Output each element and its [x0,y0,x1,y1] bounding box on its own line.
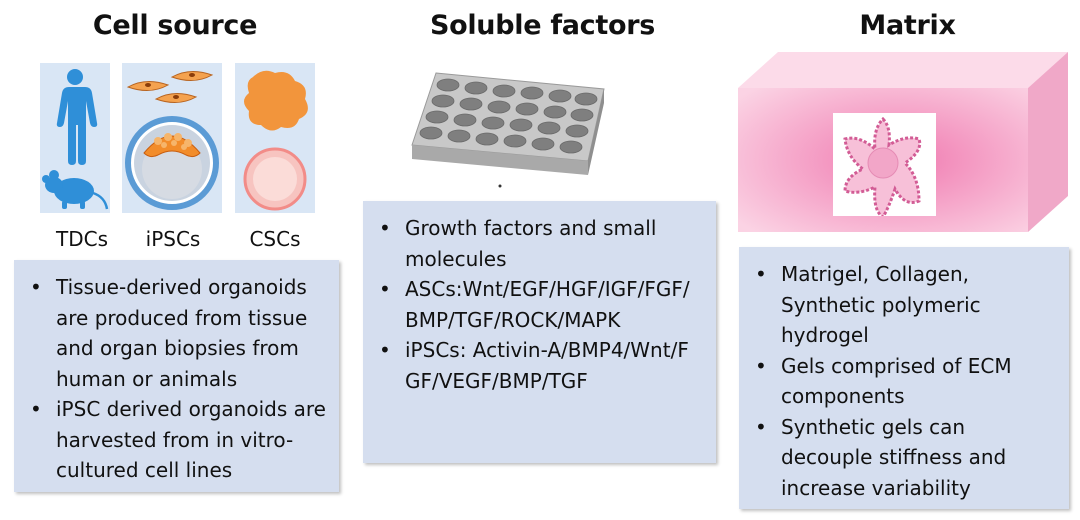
tumor-cell-icon [244,70,308,131]
ipscs-label: iPSCs [145,227,201,251]
soluble-factors-box: Growth factors and small molecules ASCs:… [363,201,716,463]
soluble-factors-bullet-1: Growth factors and small molecules [379,213,695,274]
matrix-bullet-1: Matrigel, Collagen, Synthetic polymeric … [755,259,1036,351]
well-plate-icon [411,72,605,188]
matrix-heading: Matrix [859,10,956,41]
soluble-factors-list: Growth factors and small molecules ASCs:… [363,213,716,396]
soluble-factors-bullet-3: iPSCs: Activin-A/BMP4/Wnt/FGF/VEGF/BMP/T… [379,335,695,396]
tdcs-label: TDCs [55,227,108,251]
soluble-factors-heading: Soluble factors [429,10,656,41]
matrix-list: Matrigel, Collagen, Synthetic polymeric … [739,259,1069,503]
cell-source-bullet-1: Tissue-derived organoids are produced fr… [30,272,326,394]
mouse-icon [42,170,109,210]
tdc-panel [40,63,110,213]
matrix-bullet-3: Synthetic gels can decouple stiffness an… [755,412,1036,504]
organoid-icon [843,116,922,216]
fibroblast-cells-icon [126,71,214,103]
stem-cell-icon [243,147,307,211]
soluble-factors-bullet-2: ASCs:Wnt/EGF/HGF/IGF/FGF/BMP/TGF/ROCK/MA… [379,274,695,335]
cell-source-list: Tissue-derived organoids are produced fr… [14,272,339,486]
human-icon [56,69,98,165]
cell-source-box: Tissue-derived organoids are produced fr… [14,260,339,492]
embryo-icon [125,116,219,210]
organoid-panel [833,113,936,216]
cscs-label: CSCs [249,227,301,251]
matrix-bullet-2: Gels comprised of ECM components [755,351,1036,412]
cell-source-bullet-2: iPSC derived organoids are harvested fro… [30,394,326,486]
cell-source-heading: Cell source [92,10,258,41]
matrix-box: Matrigel, Collagen, Synthetic polymeric … [739,247,1069,509]
csc-panel [235,63,315,213]
ipsc-panel [122,63,222,213]
